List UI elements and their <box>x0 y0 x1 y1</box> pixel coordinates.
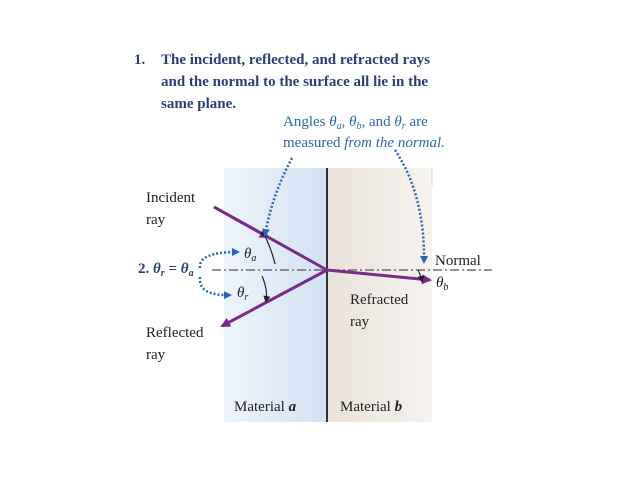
reflected-ray <box>220 268 328 328</box>
theta-r-subscript: r <box>160 268 165 279</box>
angle-b-arc <box>417 269 425 283</box>
measured-word: measured <box>283 135 341 151</box>
angle-a-subscript: a <box>251 253 257 264</box>
refracted-ray <box>326 268 432 285</box>
reflected-label-line-1: Reflected <box>146 325 204 341</box>
statement-1-number: 1. <box>134 52 146 68</box>
theta-symbol: θ <box>436 275 444 291</box>
theta-b-symbol: θ <box>349 114 357 130</box>
angle-r-subscript: r <box>244 292 249 303</box>
material-a-label: Material a <box>234 399 296 416</box>
incident-ray-arrow <box>213 205 270 239</box>
statement-1-line-3: same plane. <box>161 96 236 112</box>
angle-a-arc <box>259 229 276 265</box>
angle-r-arc <box>261 275 271 303</box>
incident-label-line-1: Incident <box>146 190 196 206</box>
theta-a-subscript: a <box>336 121 342 132</box>
theta-a-symbol: θ <box>180 261 189 277</box>
from-the-normal-text: from the normal. <box>344 135 445 151</box>
normal-label: Normal <box>435 253 481 269</box>
material-b-region <box>327 168 432 422</box>
and-word: , and <box>361 114 391 130</box>
refracted-label-line-1: Refracted <box>350 292 409 308</box>
theta-a-symbol: θ <box>329 114 337 130</box>
callout-angle-a <box>262 157 294 237</box>
statement-2-number: 2. <box>138 261 150 277</box>
angles-note-line-2: measured from the normal. <box>283 135 445 152</box>
incident-label-line-2: ray <box>146 212 166 228</box>
theta-symbol: θ <box>237 285 245 301</box>
angles-word: Angles <box>283 114 326 130</box>
angle-r-label: θr <box>237 285 248 304</box>
theta-b-subscript: b <box>356 121 362 132</box>
refracted-label-line-2: ray <box>350 314 370 330</box>
material-b-word: Material <box>340 399 391 415</box>
material-a-letter: a <box>288 399 297 415</box>
theta-a-subscript: a <box>188 268 194 279</box>
angle-b-subscript: b <box>443 282 449 293</box>
material-a-region <box>224 168 327 422</box>
callout-theta-r <box>198 276 232 300</box>
statement-2: 2. θr = θa <box>138 261 194 280</box>
angle-b-label: θb <box>436 275 448 294</box>
material-a-word: Material <box>234 399 285 415</box>
material-b-letter: b <box>394 399 403 415</box>
angles-note-line-1: Angles θa, θb, and θr are <box>283 114 428 132</box>
are-word: are <box>409 114 428 130</box>
statement-1-line-1: The incident, reflected, and refracted r… <box>161 52 430 68</box>
theta-r-symbol: θ <box>394 114 402 130</box>
statement-1-line-2: and the normal to the surface all lie in… <box>161 74 429 90</box>
material-b-label: Material b <box>340 399 402 416</box>
theta-r-subscript: r <box>401 121 406 132</box>
theta-r-symbol: θ <box>153 261 161 277</box>
equals-sign: = <box>168 261 178 277</box>
theta-symbol: θ <box>244 246 252 262</box>
reflected-label-line-2: ray <box>146 347 166 363</box>
angle-a-label: θa <box>244 246 256 265</box>
